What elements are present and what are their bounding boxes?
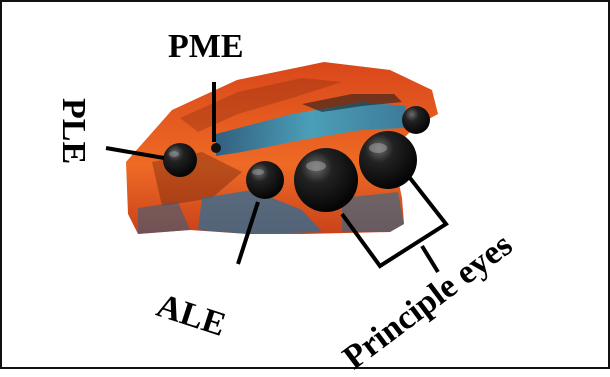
principal-eye-left [294,148,358,212]
figure-frame: PME PLE ALE Principle eyes [0,0,610,369]
ple-eye [163,143,197,177]
pme-label: PME [168,30,244,64]
principle-eyes-pointer [422,246,438,272]
pme-eye [211,143,221,153]
jumping-spider-eyes-photo [2,2,610,371]
ple-label: PLE [56,98,90,164]
ale-eye [246,161,284,199]
rear-eye [402,106,430,134]
principal-eye-right [359,131,417,189]
